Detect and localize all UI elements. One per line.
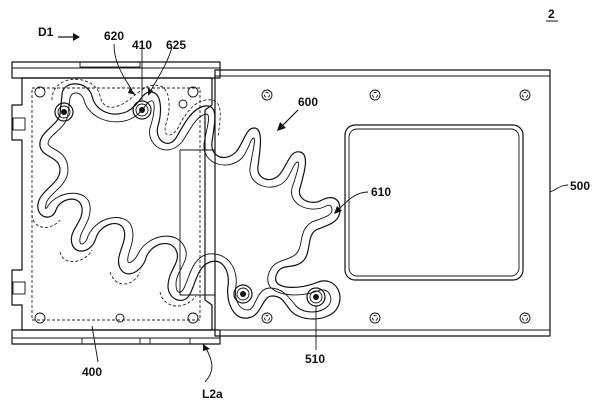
figure-ref-label: 2 [548, 7, 555, 21]
heat-pipe-610 [31, 78, 341, 320]
label-510: 510 [305, 352, 325, 366]
label-620: 620 [104, 29, 124, 43]
direction-label: D1 [38, 25, 54, 39]
label-600: 600 [298, 95, 318, 109]
label-410: 410 [132, 38, 152, 52]
label-400: 400 [82, 365, 102, 379]
base-plate-400 [11, 61, 221, 345]
screw-410-left [54, 102, 74, 122]
tray-window [344, 124, 524, 281]
screw-410 [132, 100, 152, 120]
label-500: 500 [570, 179, 590, 193]
label-L2a: L2a [202, 387, 223, 401]
label-610: 610 [371, 185, 391, 199]
leader-lines [91, 43, 569, 383]
label-625: 625 [166, 38, 186, 52]
direction-arrow-head [73, 33, 80, 41]
tray-500 [214, 69, 551, 337]
screw-510 [306, 287, 326, 307]
screw-510-left [233, 284, 253, 304]
tray-holes [261, 89, 531, 324]
